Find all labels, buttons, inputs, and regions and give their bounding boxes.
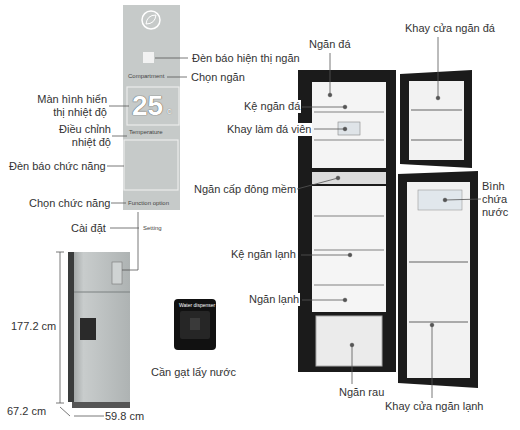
callout-label: Ngăn rau [338, 386, 385, 399]
callout-label: Compartment [127, 73, 165, 80]
callout-label: Cần gạt lấy nước [150, 366, 237, 379]
callout-label: Kệ ngăn lạnh [230, 248, 297, 261]
callout-label: Temperature [128, 129, 164, 136]
callout-label: Khay cửa ngăn lạnh [384, 400, 485, 413]
callout-label: Kệ ngăn đá [243, 100, 301, 113]
callout-label: Màn hình hiển thị nhiệt độ [34, 93, 108, 119]
callout-label: Bình chứa nước [481, 180, 517, 219]
callout-label: Đèn báo chức năng [8, 160, 107, 173]
callout-label: Điều chỉnh nhiệt độ [44, 123, 112, 149]
callout-label: c [166, 106, 173, 116]
callout-label: Đèn báo hiện thị ngăn [191, 52, 301, 65]
callout-label: Chọn chức năng [28, 197, 111, 210]
callout-label: Ngăn lạnh [248, 293, 300, 306]
callout-label: Setting [142, 225, 163, 232]
callout-label: 177.2 cm [10, 320, 57, 333]
callout-label: Ngăn đá [308, 38, 352, 51]
callout-label: 25 [131, 91, 164, 121]
callout-label: 59.8 cm [104, 410, 145, 423]
callout-label: Chọn ngăn [190, 71, 246, 84]
callout-label: Ngăn cấp đông mềm [193, 183, 297, 196]
callout-label: Khay cửa ngăn đá [404, 22, 496, 35]
callout-label: 67.2 cm [6, 405, 47, 418]
callout-label: Cài đặt [70, 222, 107, 235]
callout-label: Water dispenser [178, 302, 216, 308]
callout-label: Function option [127, 200, 170, 207]
callout-label: Khay làm đá viên [226, 123, 312, 136]
